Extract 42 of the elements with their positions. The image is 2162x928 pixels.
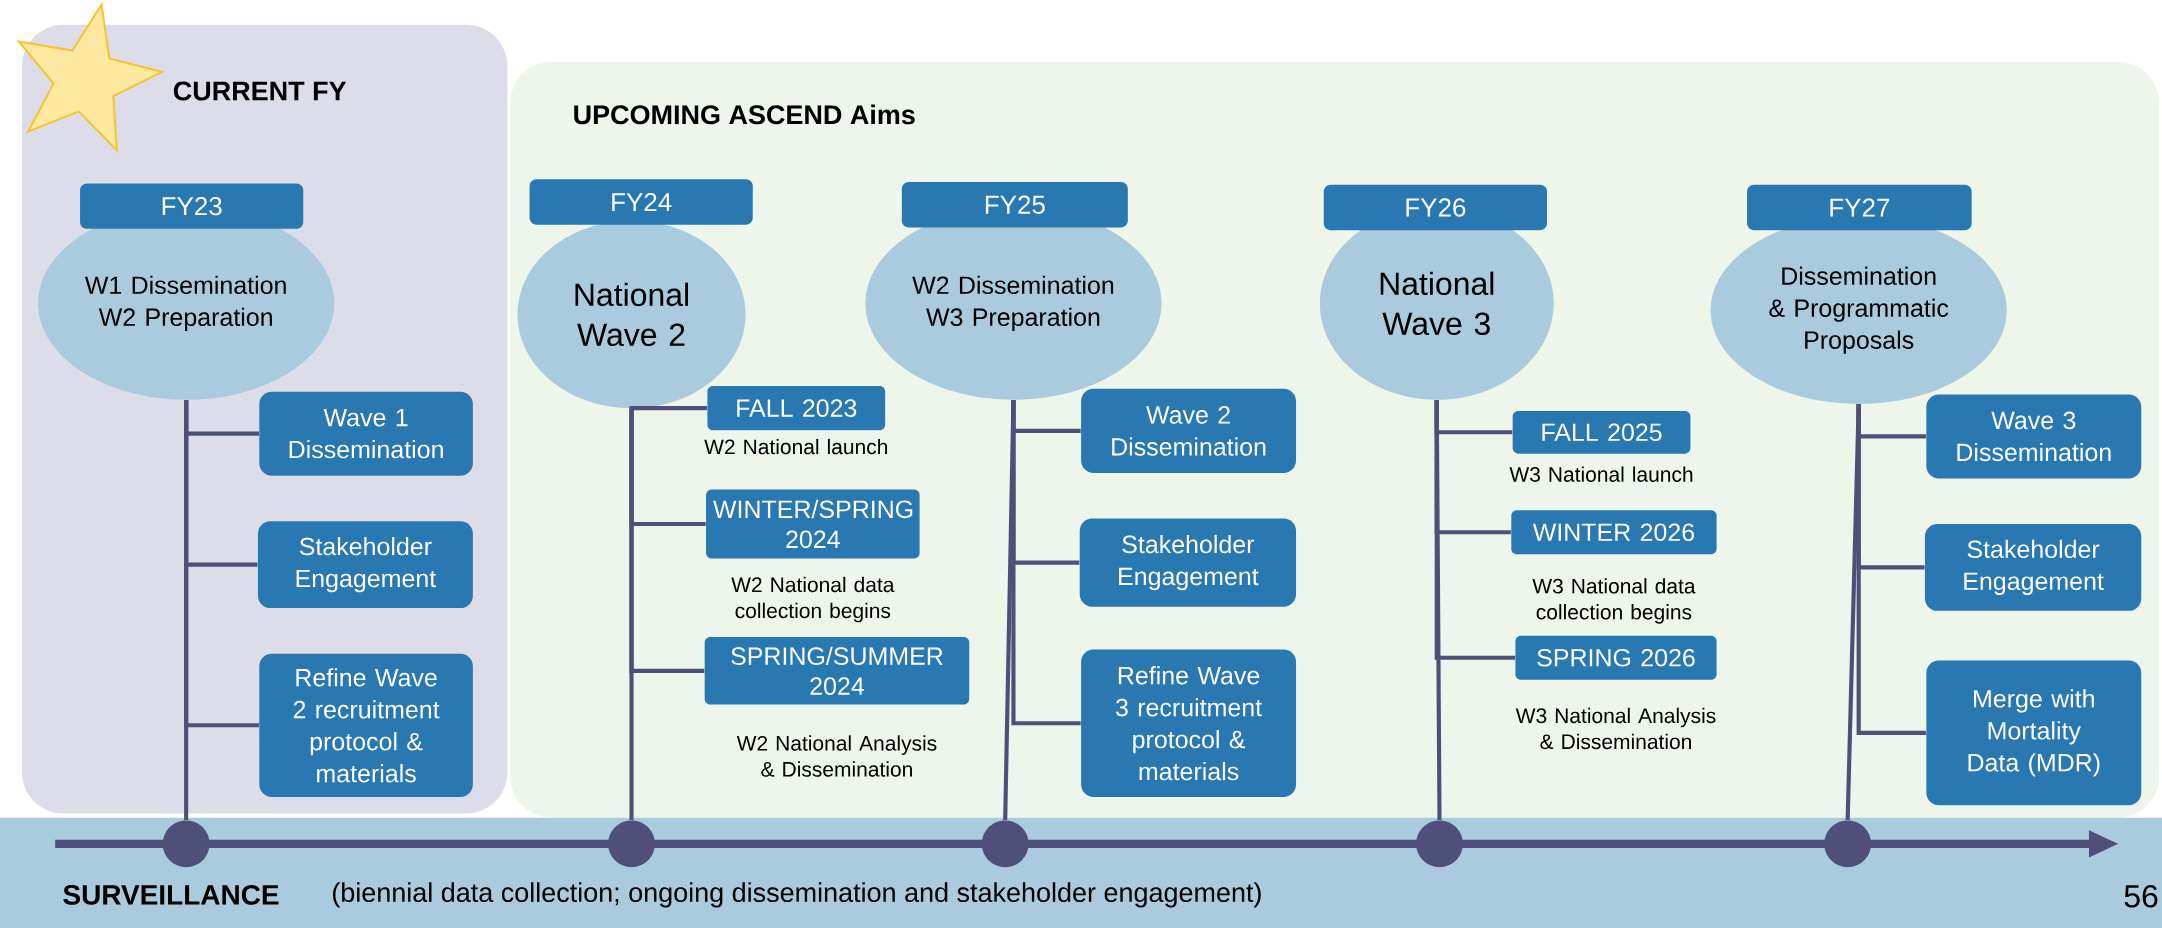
date-box: WINTER/SPRING 2024 [706, 489, 920, 559]
timeline-dot [608, 820, 655, 868]
caption-text: W3 National Analysis & Dissemination [1515, 707, 1716, 750]
caption-text: W2 National Analysis & Dissemination [736, 735, 937, 777]
task-box: Stakeholder Engagement [257, 521, 473, 609]
task-box: Refine Wave 2 recruitment protocol & materials [259, 653, 473, 797]
year-tab: FY27 [1747, 184, 1972, 231]
caption-text: W3 National data collection begins [1532, 578, 1696, 624]
connector-line [1856, 404, 1926, 735]
connector-line [629, 408, 705, 673]
timeline-dot [981, 820, 1029, 868]
connector-line [1011, 400, 1081, 726]
year-tab: FY25 [901, 182, 1128, 228]
date-box: SPRING 2026 [1515, 635, 1717, 680]
connector-line [629, 406, 707, 411]
year-tab: FY26 [1323, 184, 1547, 231]
year-tab: FY23 [80, 183, 304, 229]
task-box: Wave 3 Dissemination [1926, 394, 2142, 479]
page-number: 56 [2124, 884, 2158, 908]
caption-text: W2 National data collection begins [731, 576, 895, 623]
timeline-dot [162, 820, 210, 868]
connector-line [1434, 400, 1515, 660]
task-box: Stakeholder Engagement [1079, 518, 1297, 607]
date-box: FALL 2025 [1512, 410, 1691, 454]
caption-text: W2 National launch [704, 438, 887, 455]
caption-text: W3 National launch [1509, 466, 1693, 482]
date-box: WINTER 2026 [1511, 510, 1717, 555]
band-title: SURVEILLANCE [63, 884, 279, 905]
task-box: Wave 1 Dissemination [259, 391, 473, 476]
band-description: (biennial data collection; ongoing dissemination and stakeholder engagement) [333, 882, 1261, 908]
year-tab: FY24 [529, 179, 753, 225]
task-box: Merge with Mortality Data (MDR) [1926, 660, 2142, 806]
task-box: Refine Wave 3 recruitment protocol & materials [1081, 649, 1297, 797]
panel-title: UPCOMING ASCEND Aims [574, 104, 915, 125]
timeline-dot [1416, 820, 1463, 868]
task-box: Wave 2 Dissemination [1081, 388, 1297, 473]
timeline-dot [1824, 820, 1872, 868]
connector-line [184, 400, 259, 728]
task-box: Stakeholder Engagement [1924, 524, 2142, 611]
panel-title: CURRENT FY [173, 81, 347, 101]
date-box: SPRING/SUMMER 2024 [704, 637, 970, 705]
date-box: FALL 2023 [707, 386, 886, 431]
